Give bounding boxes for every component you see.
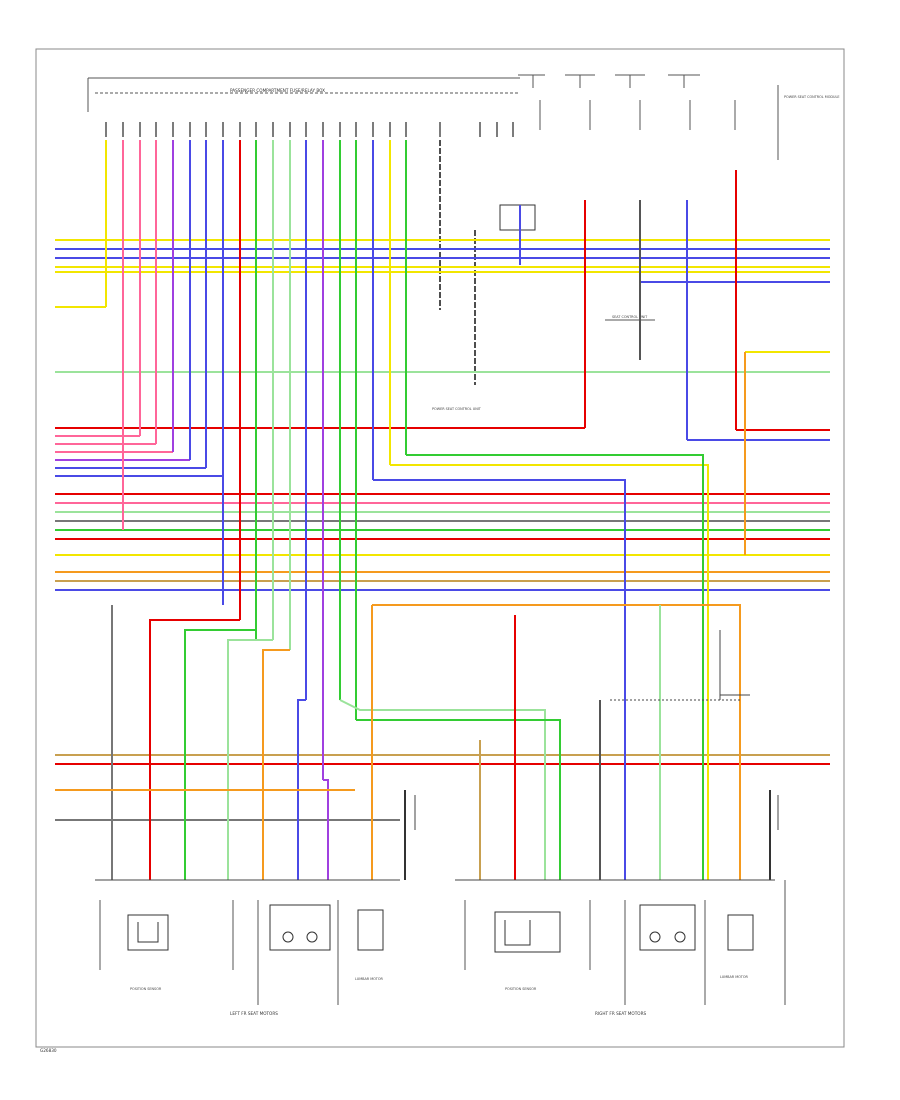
top-right-fuses: POWER SEAT CONTROL MODULE <box>518 74 840 160</box>
footer-code: G26830 <box>40 1048 57 1053</box>
control-unit-mid: SEAT CONTROL UNIT <box>605 315 655 321</box>
left-motor-group-label: LEFT FR SEAT MOTORS <box>230 1011 278 1016</box>
svg-text:POSITION SENSOR: POSITION SENSOR <box>505 987 537 991</box>
right-top-note: POWER SEAT CONTROL MODULE <box>784 95 840 99</box>
svg-text:LUMBAR MOTOR: LUMBAR MOTOR <box>720 975 749 979</box>
vertical-wires <box>105 140 830 780</box>
right-motor-icon <box>649 931 661 943</box>
svg-text:POWER SEAT CONTROL UNIT: POWER SEAT CONTROL UNIT <box>432 407 482 411</box>
left-position-sensor <box>127 914 169 951</box>
right-motor-group-label: RIGHT FR SEAT MOTORS <box>595 1011 646 1016</box>
diagram-border <box>35 48 845 1048</box>
left-motor-icon <box>282 931 294 943</box>
right-motor-group: POSITION SENSOR LUMBAR MOTOR RIGHT FR SE… <box>464 880 786 1016</box>
top-connector-label: PASSENGER COMPARTMENT FUSE/RELAY BOX <box>230 88 325 93</box>
bus-wires <box>55 239 830 821</box>
left-motor-group: POSITION SENSOR LUMBAR MOTOR LEFT FR SEA… <box>99 900 384 1016</box>
svg-text:POSITION SENSOR: POSITION SENSOR <box>130 987 162 991</box>
control-unit-lower: POWER SEAT CONTROL UNIT <box>432 140 536 411</box>
routed-wires <box>55 454 771 880</box>
top-connector: PASSENGER COMPARTMENT FUSE/RELAY BOX <box>87 77 520 137</box>
svg-text:SEAT CONTROL UNIT: SEAT CONTROL UNIT <box>612 315 648 319</box>
right-motor-icon <box>674 931 686 943</box>
svg-text:LUMBAR MOTOR: LUMBAR MOTOR <box>355 977 384 981</box>
right-lumbar-motor <box>727 914 754 951</box>
left-motor-icon <box>306 931 318 943</box>
right-position-sensor <box>494 911 561 953</box>
right-side-notes <box>414 630 779 830</box>
left-lumbar-motor <box>357 909 384 951</box>
